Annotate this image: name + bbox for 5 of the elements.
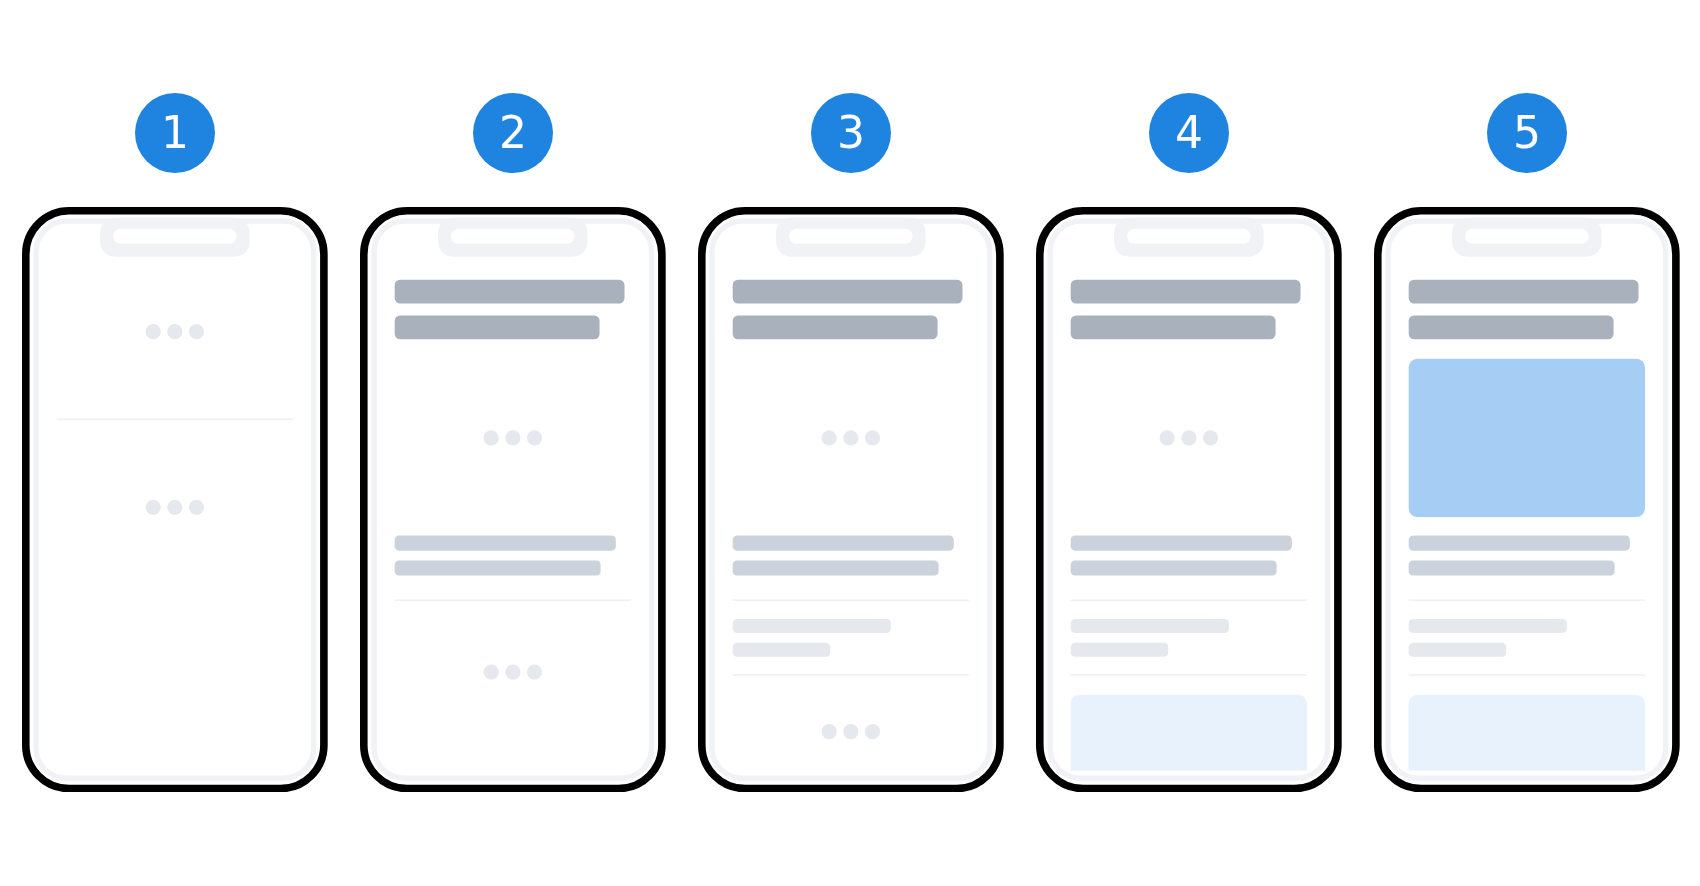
step-number: 2 — [473, 93, 553, 173]
step-number: 4 — [1149, 93, 1229, 173]
step-number: 1 — [135, 93, 215, 173]
step-number: 3 — [811, 93, 891, 173]
step-number: 5 — [1487, 93, 1567, 173]
